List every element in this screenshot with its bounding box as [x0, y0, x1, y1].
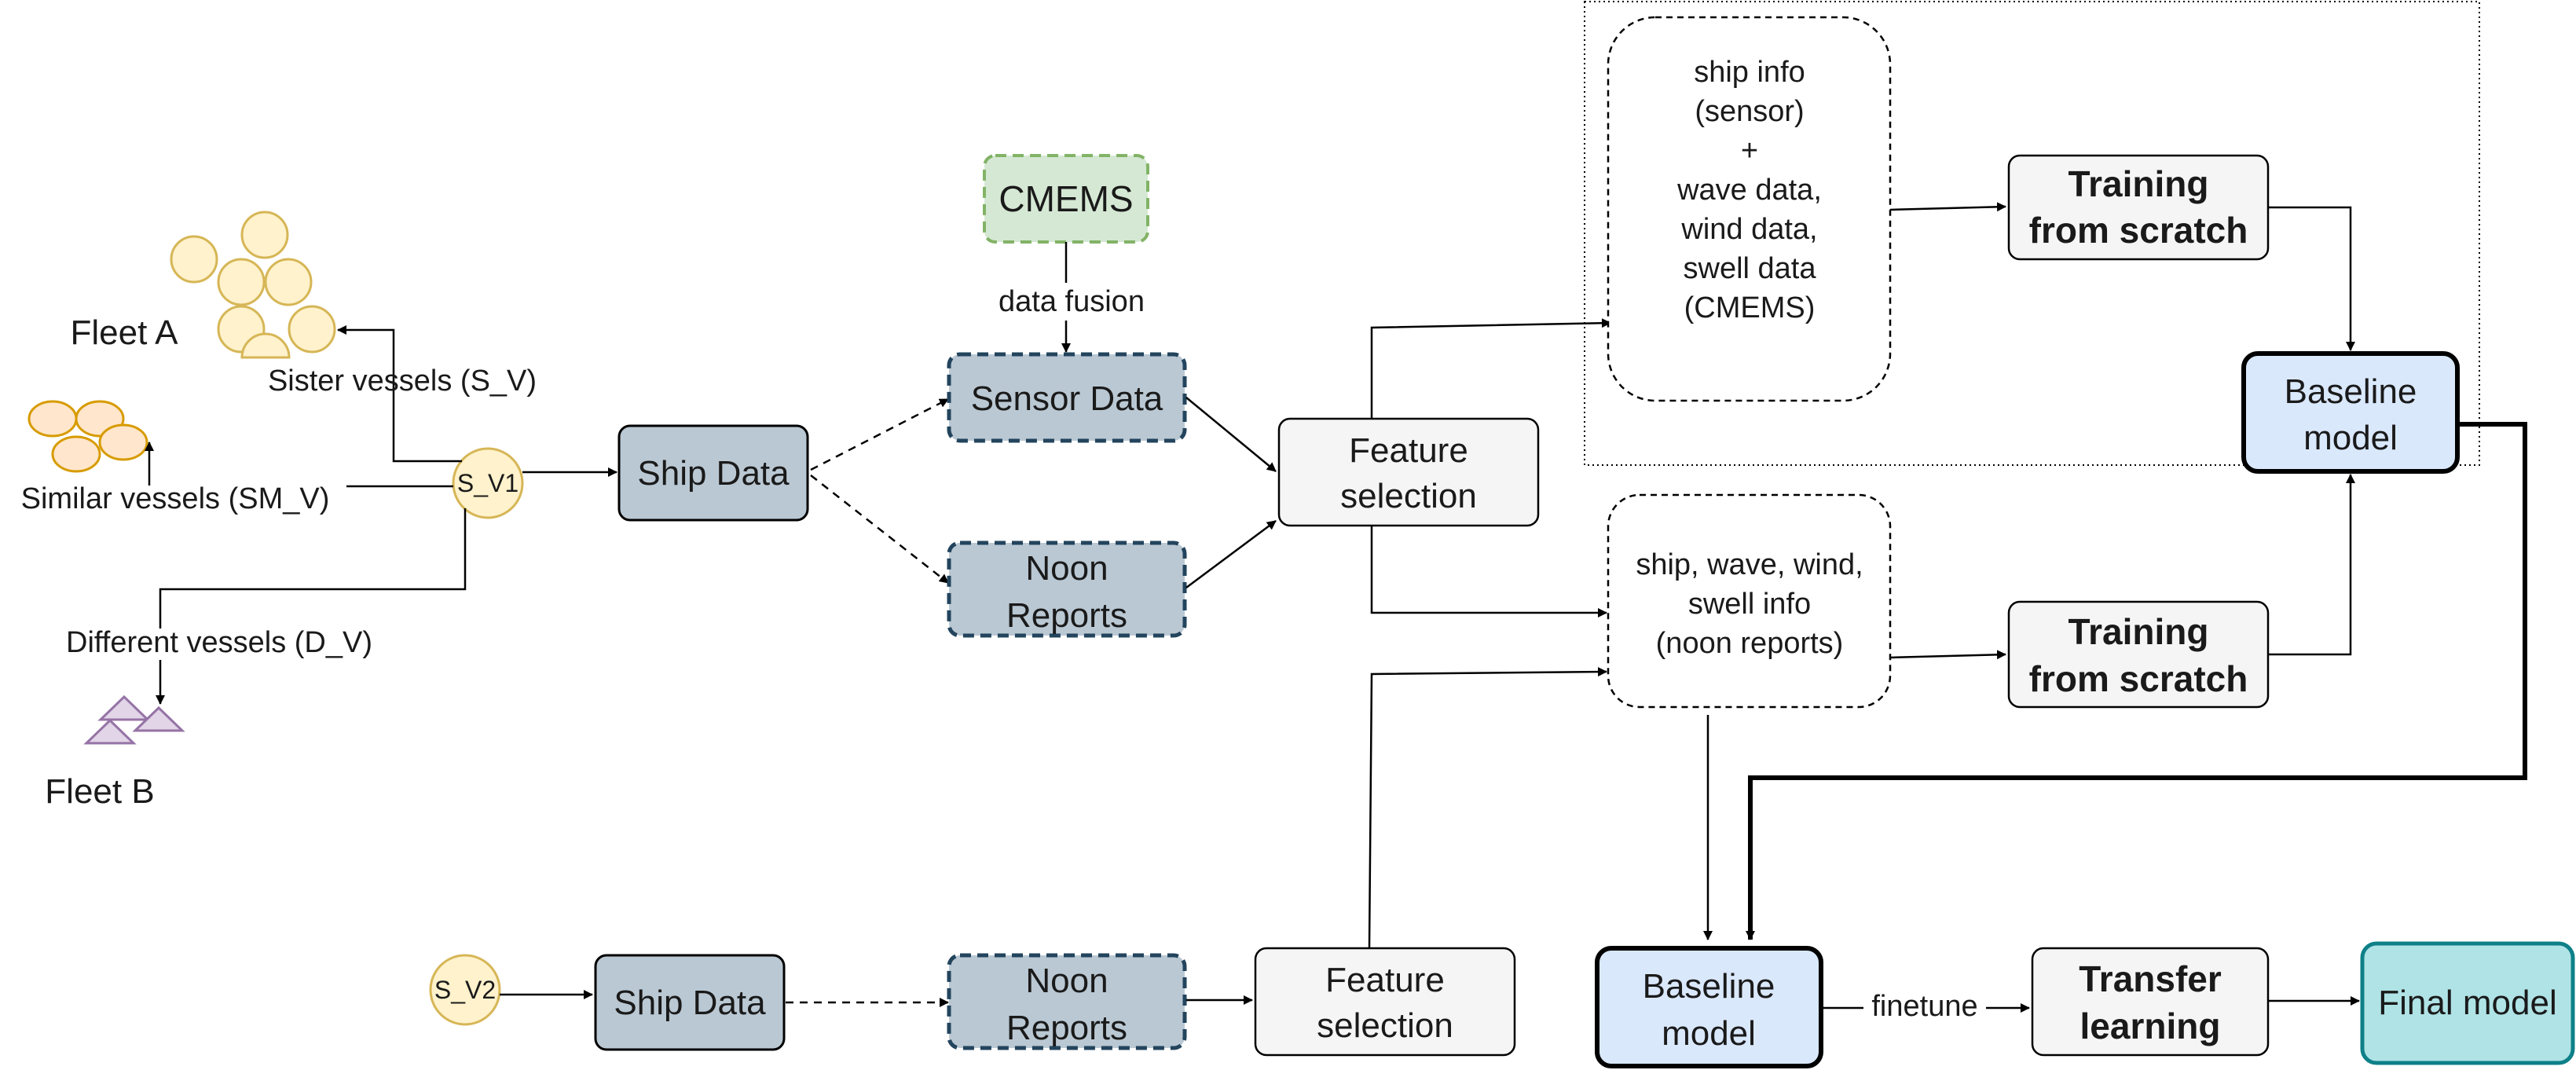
vessel-s-v1-label: S_V1: [457, 469, 518, 497]
noon-reports-top-line2: Reports: [1006, 596, 1127, 635]
feature-bottom-to-noon-info-arrow: [1368, 667, 1607, 949]
feature-selection-top-line1: Feature: [1349, 431, 1468, 470]
baseline-model-bottom-line1: Baseline: [1643, 967, 1775, 1006]
noon-reports-bottom-box: [947, 953, 1187, 1050]
sensor-info-line: +: [1741, 134, 1758, 167]
noon-info-line: (noon reports): [1656, 627, 1844, 660]
feature-selection-bottom-box: [1254, 947, 1516, 1057]
feature-selection-top-box: [1277, 417, 1540, 527]
different-vessels-connector: [159, 508, 467, 628]
noon-info-box: [1607, 493, 1892, 709]
baseline-model-bottom-line2: model: [1662, 1014, 1756, 1053]
sensor-info-line: (sensor): [1695, 95, 1804, 128]
sensor-info-line: (CMEMS): [1684, 291, 1816, 324]
feature-selection-top-line2: selection: [1340, 477, 1477, 515]
similar-vessels-label: Similar vessels (SM_V): [21, 482, 330, 515]
noon-reports-top-box: [947, 540, 1187, 638]
vessel-s-v2: [429, 954, 501, 1026]
different-vessels-label: Different vessels (D_V): [66, 626, 372, 659]
training-top-line1: Training: [2068, 163, 2209, 204]
data-fusion-label: data fusion: [999, 285, 1145, 318]
training-bottom-to-baseline-arrow: [2268, 474, 2355, 656]
sensor-info-line: swell data: [1684, 252, 1817, 285]
feature-selection-bottom-line2: selection: [1317, 1006, 1453, 1045]
transfer-learning-line1: Transfer: [2079, 958, 2222, 999]
noon-reports-bottom-line2: Reports: [1006, 1009, 1127, 1047]
sensor-info-line: ship info: [1694, 56, 1805, 89]
sensor-data-box: [947, 352, 1187, 443]
fleet-a-label: Fleet A: [71, 313, 179, 352]
noon-info-to-training-arrow: [1889, 650, 2006, 660]
final-model-label: Final model: [2378, 984, 2556, 1022]
sensor-info-text: ship info (sensor) + wave data, wind dat…: [1676, 56, 1822, 324]
sensor-data-label: Sensor Data: [971, 379, 1163, 418]
training-top-to-baseline-arrow: [2268, 206, 2355, 351]
sensor-to-feature-arrow: [1185, 397, 1277, 472]
sensor-info-line: wind data,: [1680, 213, 1817, 246]
feature-to-sensor-info-arrow: [1370, 318, 1611, 419]
cmems-label: CMEMS: [999, 178, 1133, 219]
fleet-a-vessels: [170, 211, 336, 359]
ship-data-top-label: Ship Data: [637, 454, 790, 493]
similar-vessels-icons: [27, 400, 148, 473]
sensor-info-line: wave data,: [1676, 174, 1822, 207]
ship-data-bottom-box: [594, 954, 786, 1051]
fleet-b-label: Fleet B: [45, 772, 154, 811]
fleet-b-vessels: [83, 694, 185, 745]
feature-to-noon-info-arrow: [1370, 526, 1607, 617]
feature-selection-bottom-line1: Feature: [1325, 961, 1445, 999]
training-bottom-line1: Training: [2068, 611, 2209, 652]
vessel-s-v2-label: S_V2: [434, 976, 496, 1004]
noon-info-line: swell info: [1688, 588, 1811, 621]
vessel-s-v1: [452, 447, 524, 519]
sensor-pipeline-container: [1584, 1, 2480, 466]
shipdata-to-noon-arrow: [810, 475, 949, 584]
shipdata-to-sensor-arrow: [810, 398, 949, 471]
noon-reports-top-line1: Noon: [1025, 549, 1108, 588]
sister-vessels-label: Sister vessels (S_V): [268, 365, 537, 398]
cmems-box: [983, 154, 1149, 244]
transfer-learning-line2: learning: [2080, 1006, 2221, 1046]
baseline-model-top-line2: model: [2303, 419, 2398, 457]
final-model-box: [2360, 941, 2575, 1065]
sensor-info-box: [1607, 16, 1892, 402]
baseline-top-to-bottom-connector: [1746, 422, 2527, 940]
training-bottom-line2: from scratch: [2029, 658, 2248, 699]
baseline-model-top-box: [2241, 351, 2460, 474]
noon-to-feature-arrow: [1185, 519, 1277, 589]
ship-data-top-box: [617, 424, 809, 522]
noon-reports-bottom-line1: Noon: [1025, 962, 1108, 1000]
noon-info-line: ship, wave, wind,: [1636, 548, 1863, 581]
baseline-model-top-line1: Baseline: [2285, 372, 2417, 411]
ship-data-bottom-label: Ship Data: [614, 984, 766, 1022]
training-top-line2: from scratch: [2029, 210, 2248, 251]
sister-vessels-connector: [337, 325, 462, 463]
finetune-label: finetune: [1871, 990, 1977, 1023]
sensor-info-to-training-arrow: [1889, 202, 2006, 212]
finetune-label-bg: [1863, 988, 1986, 1024]
